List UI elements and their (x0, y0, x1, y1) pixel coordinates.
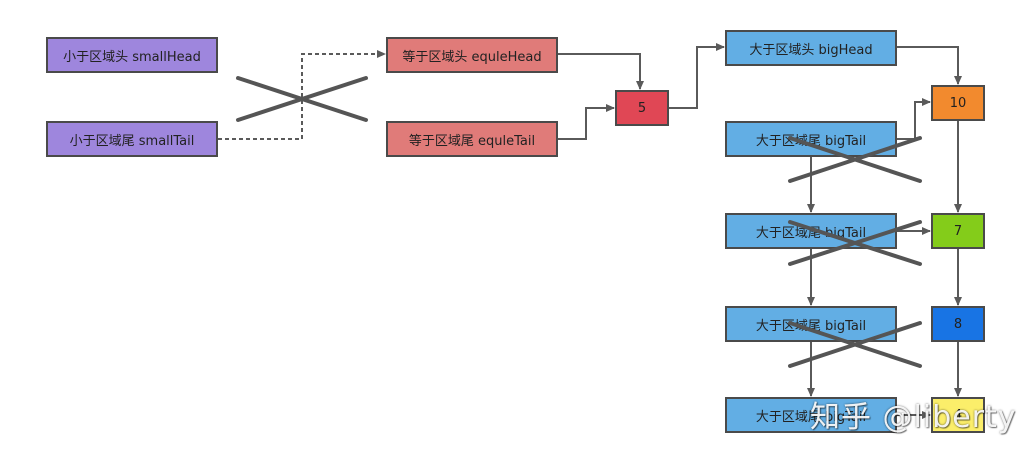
equal-tail-node: 等于区域尾 equleTail (386, 121, 558, 157)
connector-bighead-10 (896, 46, 962, 85)
connector-bigtail1-10 (896, 98, 931, 140)
big-tail-node-3: 大于区域尾 bigTail (725, 306, 897, 342)
pivot-node: 5 (615, 90, 669, 126)
value-node-8: 8 (931, 306, 985, 342)
big-head-node: 大于区域头 bigHead (725, 30, 897, 66)
connector-equletail-pivot (557, 104, 615, 140)
value-node-10: 10 (931, 85, 985, 121)
big-tail-node-2: 大于区域尾 bigTail (725, 213, 897, 249)
connector-equlehead-pivot (557, 53, 644, 90)
watermark-text: 知乎 @liberty (810, 400, 1017, 435)
value-node-7: 7 (931, 213, 985, 249)
small-tail-node: 小于区域尾 smallTail (46, 121, 218, 157)
cross-mark-small-equal (236, 76, 368, 122)
equal-head-node: 等于区域头 equleHead (386, 37, 558, 73)
big-tail-node-4: 大于区域尾 bigTail (725, 397, 897, 433)
small-head-node: 小于区域头 smallHead (46, 37, 218, 73)
connector-pivot-bighead (668, 43, 725, 109)
value-node-4: 4 (931, 397, 985, 433)
connector-smalltail-equlehead (218, 50, 386, 140)
big-tail-node-1: 大于区域尾 bigTail (725, 121, 897, 157)
